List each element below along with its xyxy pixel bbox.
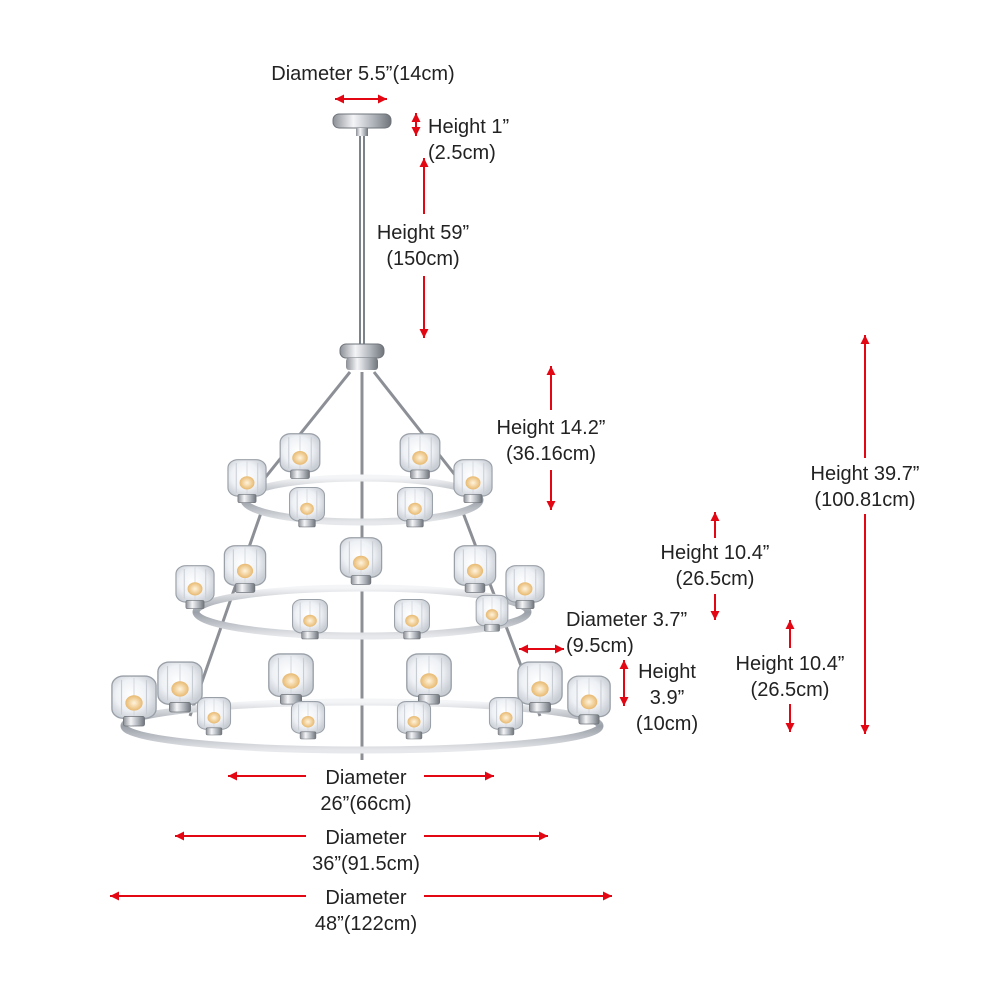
top-tier (227, 433, 493, 528)
glass-shade (488, 697, 524, 736)
glass-shade (406, 653, 452, 705)
shade-height-inch-label: 3.9” (649, 687, 685, 709)
diameter-26-value-label: 26”(66cm) (320, 793, 412, 815)
bottom-tier-height-metric-label: (26.5cm) (750, 679, 830, 701)
diameter-26-label: Diameter (325, 767, 407, 789)
total-height-label: Height 39.7” (810, 463, 920, 485)
arrow-top-tier-height (546, 366, 556, 410)
arrow-diameter-48-left (110, 891, 306, 901)
total-height-metric-label: (100.81cm) (814, 489, 916, 511)
arrow-bottom-tier-height-lower (785, 704, 795, 732)
glass-shade (279, 433, 321, 480)
arrow-diameter-36-left (175, 831, 306, 841)
center-hub-collar (346, 358, 378, 370)
arrow-diameter-26-right (424, 771, 494, 781)
diameter-48-value-label: 48”(122cm) (314, 913, 418, 935)
bottom-tier (111, 653, 611, 754)
top-tier-height-metric-label: (36.16cm) (505, 443, 597, 465)
middle-tier-height-metric-label: (26.5cm) (675, 568, 755, 590)
chain-height-label: Height 59” (376, 222, 470, 244)
arrow-canopy-diameter (335, 94, 387, 104)
arrow-total-height-upper (860, 335, 870, 458)
canopy-height-metric-label: (2.5cm) (428, 142, 496, 164)
glass-shade (339, 537, 383, 586)
bottom-tier-height-label: Height 10.4” (735, 653, 845, 675)
chain-height-metric-label: (150cm) (386, 248, 460, 270)
top-tier-height-label: Height 14.2” (496, 417, 606, 439)
chandelier-image (111, 113, 611, 760)
shade-height-label: Height (638, 661, 696, 683)
canopy-hook (356, 128, 368, 136)
glass-shade (396, 701, 432, 740)
canopy-height-label: Height 1” (428, 116, 510, 138)
arrow-top-tier-height-lower (546, 470, 556, 510)
arrow-chain-height-upper (419, 158, 429, 214)
arrow-middle-tier-height-lower (710, 594, 720, 620)
middle-tier-height-label: Height 10.4” (660, 542, 770, 564)
glass-shade (290, 701, 326, 740)
chain (359, 136, 365, 344)
middle-tier (175, 537, 545, 640)
arrow-diameter-26-left (228, 771, 306, 781)
glass-shade (399, 433, 441, 480)
shade-height-metric-label: (10cm) (635, 713, 699, 735)
glass-shade (227, 459, 267, 504)
shade-diameter-metric-label: (9.5cm) (566, 635, 634, 657)
diameter-36-value-label: 36”(91.5cm) (312, 853, 420, 875)
center-hub (339, 343, 385, 359)
arrow-diameter-48-right (424, 891, 612, 901)
diameter-36-label: Diameter (325, 827, 407, 849)
arrow-middle-tier-height-upper (710, 512, 720, 538)
canopy-diameter-label: Diameter 5.5”(14cm) (271, 63, 455, 85)
arrow-shade-height (619, 660, 629, 706)
glass-shade (223, 545, 267, 594)
canopy (332, 113, 392, 129)
arrow-chain-height-lower (419, 276, 429, 338)
glass-shade (196, 697, 232, 736)
diameter-48-label: Diameter (325, 887, 407, 909)
arrow-canopy-height (411, 113, 421, 136)
dimension-arrows (110, 94, 870, 901)
glass-shade (268, 653, 314, 705)
arrow-total-height-lower (860, 514, 870, 734)
shade-diameter-label: Diameter 3.7” (566, 609, 688, 631)
arrow-shade-diameter (519, 644, 564, 654)
arrow-diameter-36-right (424, 831, 548, 841)
glass-shade (517, 661, 563, 713)
arrow-bottom-tier-height-upper (785, 620, 795, 648)
